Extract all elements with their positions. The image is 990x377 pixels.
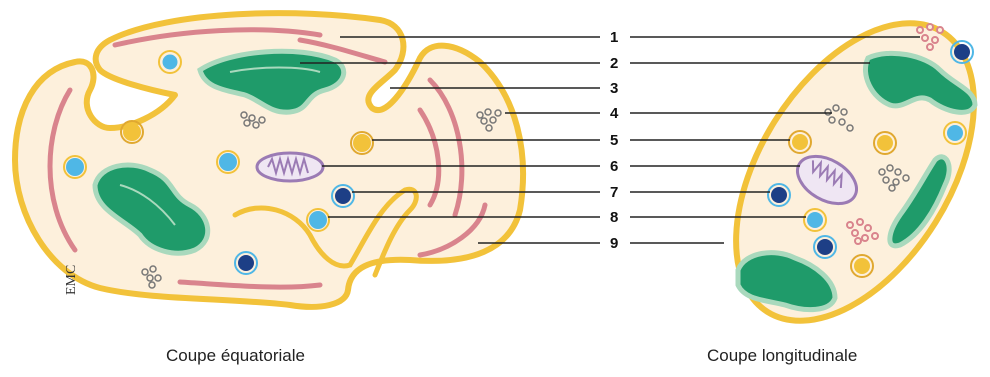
mitochondrion-equatorial [257, 153, 323, 181]
caption-equatorial: Coupe équatoriale [166, 346, 305, 366]
label-6: 6 [610, 158, 618, 175]
label-9: 9 [610, 235, 618, 252]
label-8: 8 [610, 209, 618, 226]
longitudinal-section [687, 0, 990, 362]
callout-numbers: 1 2 3 4 5 6 7 8 9 [610, 29, 619, 252]
label-3: 3 [610, 80, 618, 97]
label-2: 2 [610, 55, 618, 72]
equatorial-section [15, 13, 523, 307]
label-1: 1 [610, 29, 618, 46]
label-7: 7 [610, 184, 618, 201]
emc-signature: EMC [64, 265, 79, 295]
caption-longitudinal: Coupe longitudinale [707, 346, 857, 366]
label-5: 5 [610, 132, 618, 149]
label-4: 4 [610, 105, 619, 122]
